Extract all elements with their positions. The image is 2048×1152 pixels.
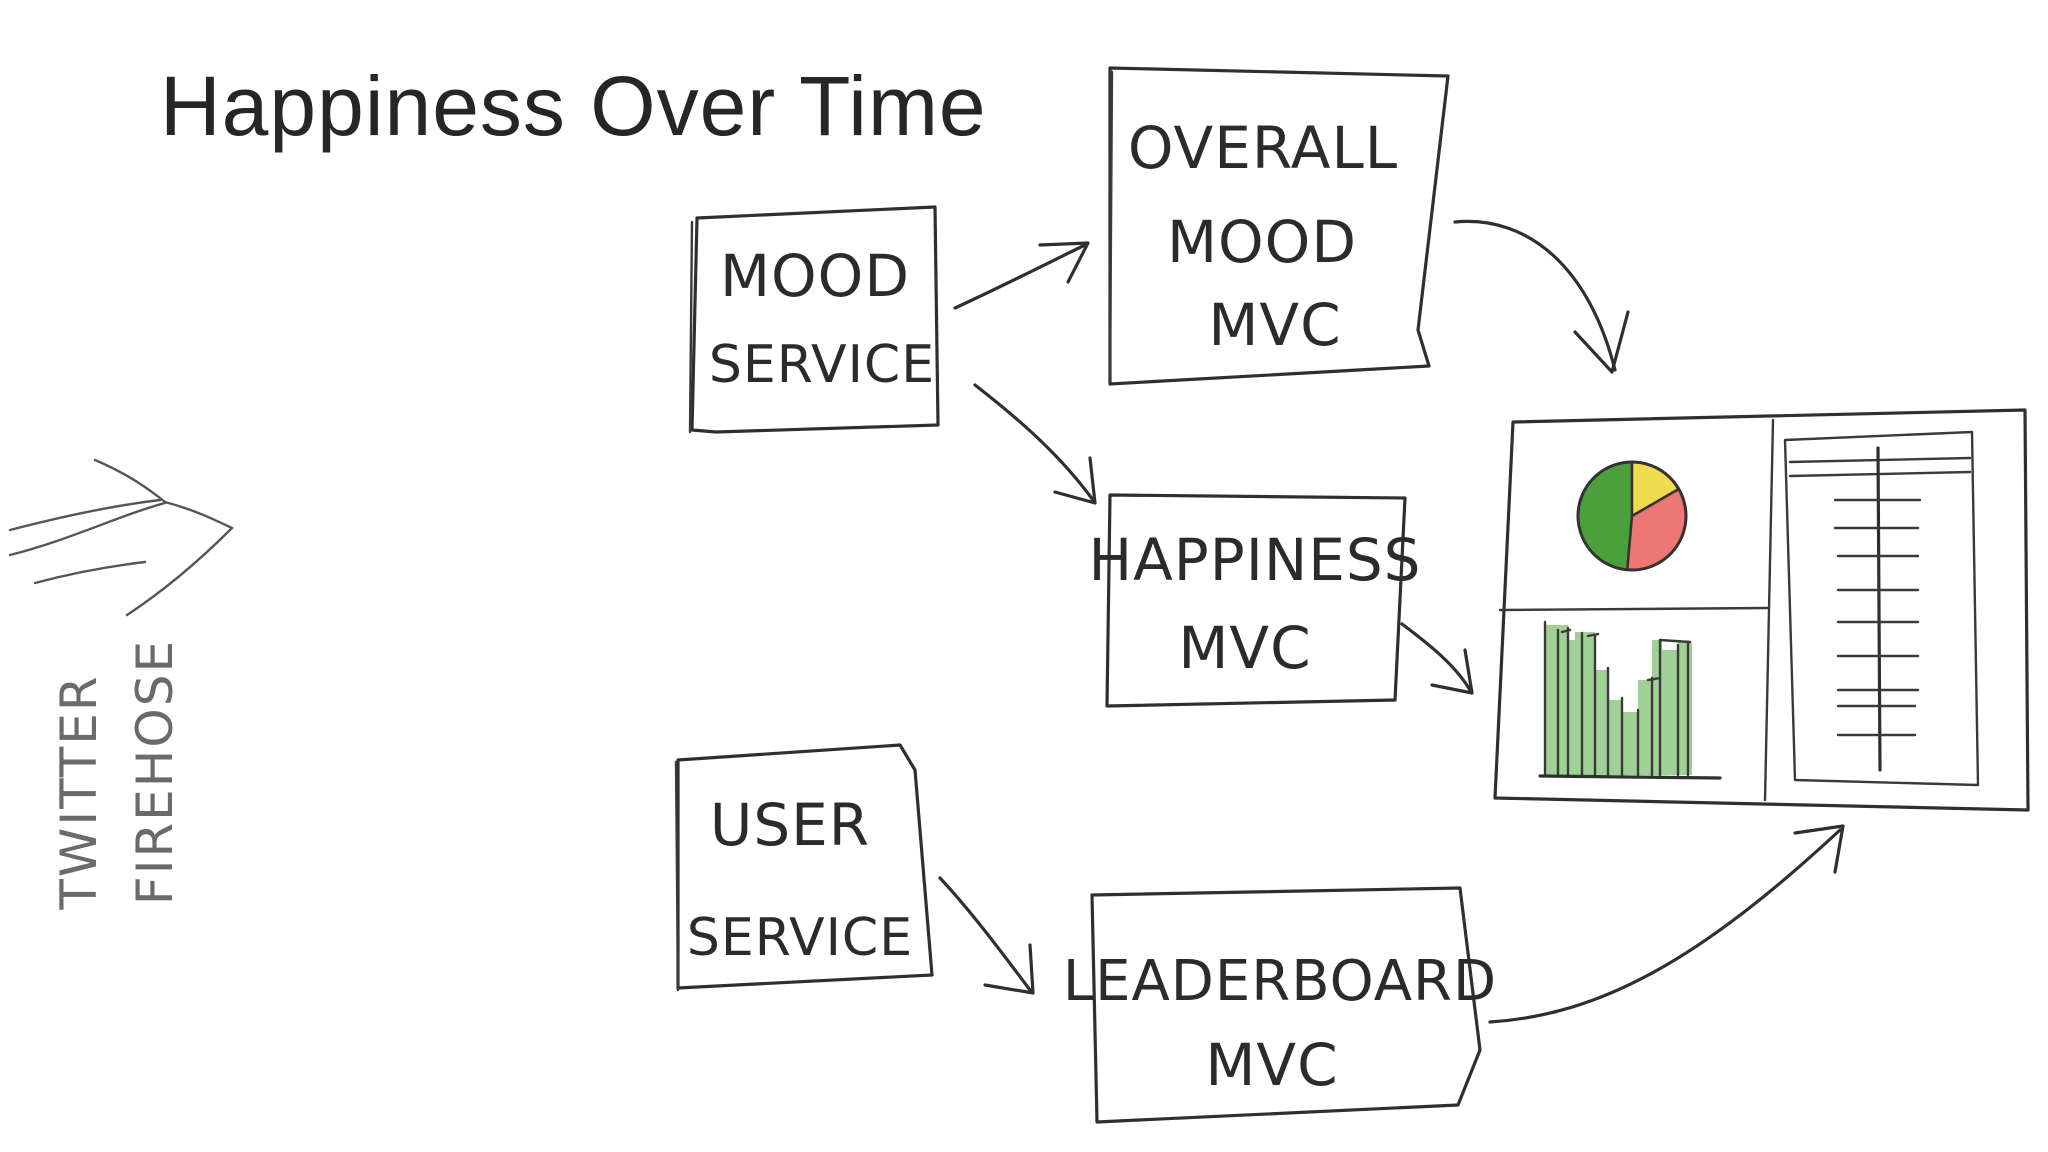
leaderboard-label-line1: Leaderboard — [1063, 949, 1497, 1014]
pie-slice-positive — [1576, 460, 1634, 572]
arrow-overall-to-dashboard — [1453, 219, 1630, 374]
arrow-happiness-to-dashboard — [1400, 622, 1474, 695]
mood-service-label-line1: Mood — [720, 242, 910, 310]
overall-mood-label-line2: Mood — [1167, 208, 1357, 276]
user-service-label-line2: Service — [687, 908, 913, 968]
happiness-label-line1: Happiness — [1088, 526, 1421, 594]
happiness-label-line2: MVC — [1178, 614, 1311, 682]
happiness-mvc-node: Happiness MVC — [1088, 493, 1421, 708]
dashboard-pie-chart — [1576, 460, 1688, 572]
arrow-leaderboard-to-dashboard — [1488, 824, 1845, 1024]
leaderboard-mvc-node: Leaderboard MVC — [1063, 886, 1497, 1124]
arrow-mood-to-happiness — [973, 383, 1097, 505]
dashboard-leaderboard-list — [1783, 430, 1980, 787]
dashboard-bar-chart — [1538, 620, 1722, 780]
leaderboard-label-line2: MVC — [1205, 1031, 1338, 1099]
overall-mood-mvc-node: Overall Mood MVC — [1108, 66, 1450, 386]
arrow-mood-to-overall — [953, 241, 1090, 310]
twitter-firehose-label: Twitter Firehose — [50, 639, 184, 911]
firehose-label: Firehose — [126, 639, 184, 905]
overall-mood-label-line3: MVC — [1208, 291, 1341, 359]
dashboard-node — [1493, 408, 2030, 812]
user-service-label-line1: User — [710, 791, 870, 859]
arrow-user-to-leaderboard — [938, 876, 1035, 995]
user-service-node: User Service — [674, 743, 934, 992]
mood-service-label-line2: Service — [709, 335, 935, 395]
twitter-label: Twitter — [50, 674, 108, 910]
slide-title: Happiness Over Time — [160, 59, 987, 153]
twitter-firehose-arrow-icon — [8, 458, 234, 617]
mood-service-node: Mood Service — [688, 205, 940, 434]
overall-mood-label-line1: Overall — [1128, 114, 1398, 182]
